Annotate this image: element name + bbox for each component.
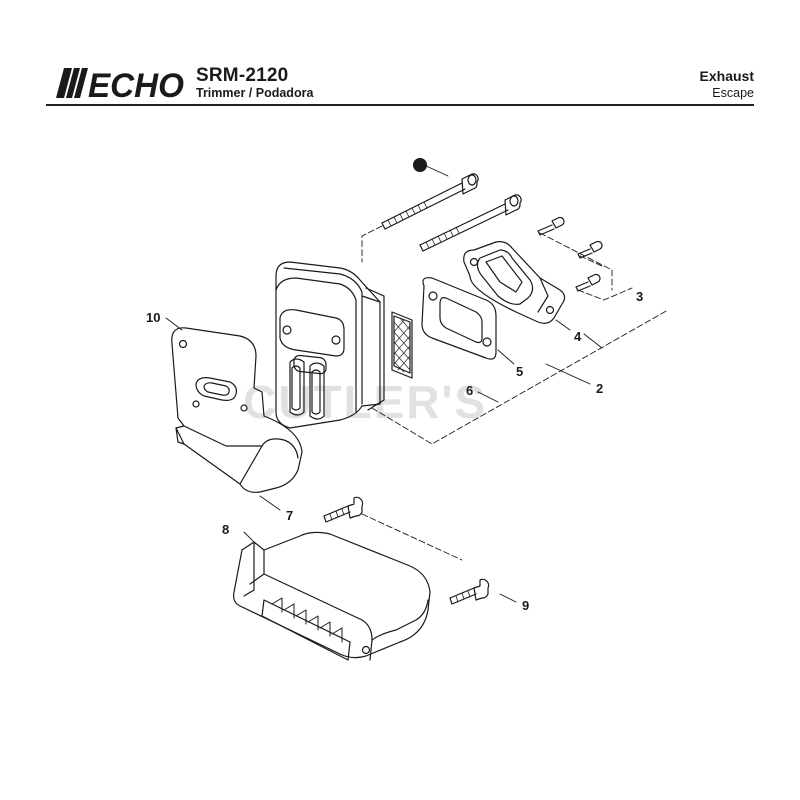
model-number: SRM-2120 [196, 65, 289, 86]
heat-shield-plate [171, 327, 303, 493]
model-subtitle: Trimmer / Podadora [196, 86, 314, 100]
callout-7: 7 [286, 508, 293, 523]
callout-3: 3 [636, 289, 643, 304]
callout-4: 4 [574, 329, 582, 344]
section-title: Exhaust [699, 68, 754, 84]
section-subtitle: Escape [712, 86, 754, 100]
callout-1-badge [413, 158, 427, 172]
alignment-lines [361, 225, 669, 561]
echo-logo: ECHO [56, 67, 184, 100]
callout-9: 9 [522, 598, 529, 613]
long-bolt-lower [419, 194, 522, 252]
brand-wordmark: ECHO [88, 67, 184, 100]
muffler-body [275, 261, 385, 429]
callout-10: 10 [146, 310, 160, 325]
exhaust-gasket [421, 277, 497, 360]
muffler-cover [233, 531, 431, 661]
callout-6: 6 [466, 383, 473, 398]
cover-screw-upper [323, 496, 364, 523]
header-divider [46, 104, 754, 106]
callout-8: 8 [222, 522, 229, 537]
long-bolt-upper [381, 173, 479, 230]
page-header: ECHO SRM-2120 Trimmer / Podadora Exhaust… [0, 0, 800, 110]
watermark: CUTLER'S [243, 376, 488, 428]
cover-screw-lower [449, 578, 490, 605]
leader-lines [165, 164, 603, 603]
small-screw-3 [575, 273, 601, 292]
deflector-plate [463, 241, 566, 324]
callout-1: 1 [417, 158, 424, 173]
callout-5: 5 [516, 364, 523, 379]
callout-2: 2 [596, 381, 603, 396]
small-screw-1 [537, 216, 565, 236]
small-screw-2 [577, 240, 603, 259]
spark-screen [391, 311, 413, 379]
